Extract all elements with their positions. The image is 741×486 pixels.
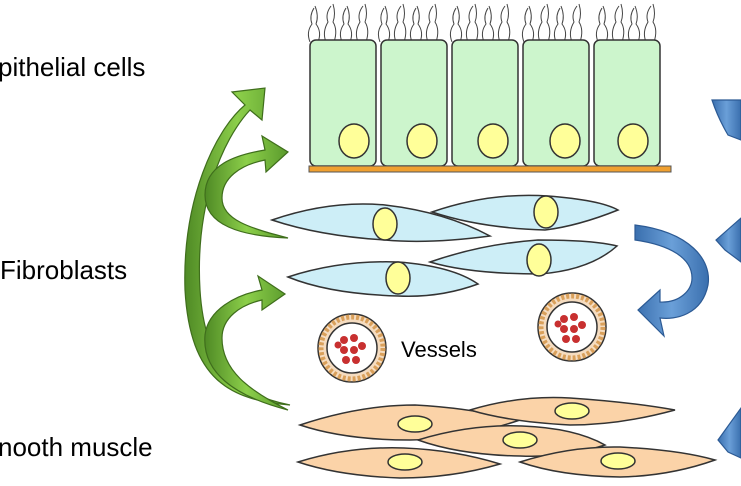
green-arrow-mid [204, 134, 289, 239]
blue-arrows [634, 99, 741, 459]
nucleus [397, 415, 433, 433]
vessel-left [317, 313, 387, 383]
epithelial-layer [308, 39, 672, 173]
fibroblast-layer [269, 194, 620, 297]
nucleus [385, 261, 411, 295]
nucleus [617, 123, 649, 159]
epithelial-cells-label: pithelial cells [0, 52, 146, 82]
green-arrow-lower [204, 274, 289, 411]
fibroblast-cell [429, 194, 620, 231]
smooth-muscle-layer [295, 396, 718, 479]
green-arrows [184, 87, 291, 411]
vessels-label: Vessels [401, 337, 477, 362]
nucleus [338, 123, 370, 159]
nucleus [406, 123, 438, 159]
nucleus [549, 123, 581, 159]
nucleus [387, 453, 423, 471]
basement-membrane [308, 165, 672, 173]
cilia [307, 3, 657, 43]
blue-arrow-top [711, 99, 741, 141]
nucleus [533, 195, 559, 229]
blue-arrow-bottom-right [717, 406, 741, 459]
blue-arrow-curve [634, 224, 710, 338]
blue-arrow-mid-right [715, 217, 741, 263]
fibroblast-cell [285, 261, 480, 297]
green-arrow-long [184, 87, 291, 406]
nucleus [477, 123, 509, 159]
fibroblast-cell [427, 239, 619, 275]
nucleus [526, 243, 552, 277]
nucleus [600, 452, 636, 470]
smooth-muscle-label: nooth muscle [0, 432, 153, 462]
fibroblasts-label: Fibroblasts [0, 255, 128, 285]
nucleus [502, 431, 538, 449]
nucleus [554, 402, 590, 420]
vessel-right [537, 292, 607, 362]
nucleus [372, 207, 398, 241]
